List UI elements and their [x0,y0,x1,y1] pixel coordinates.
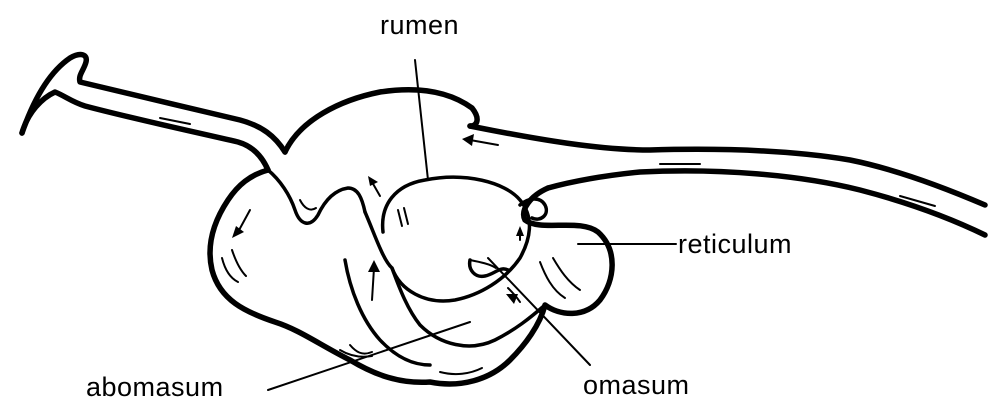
label-reticulum: reticulum [678,229,792,259]
leader-rumen [415,60,428,180]
label-abomasum: abomasum [86,372,224,402]
flow-arrows [232,134,524,304]
label-rumen: rumen [380,10,459,40]
intestine [470,126,985,235]
esophagus [22,55,285,170]
labels: rumen reticulum omasum abomasum [86,10,792,402]
label-omasum: omasum [583,370,690,400]
